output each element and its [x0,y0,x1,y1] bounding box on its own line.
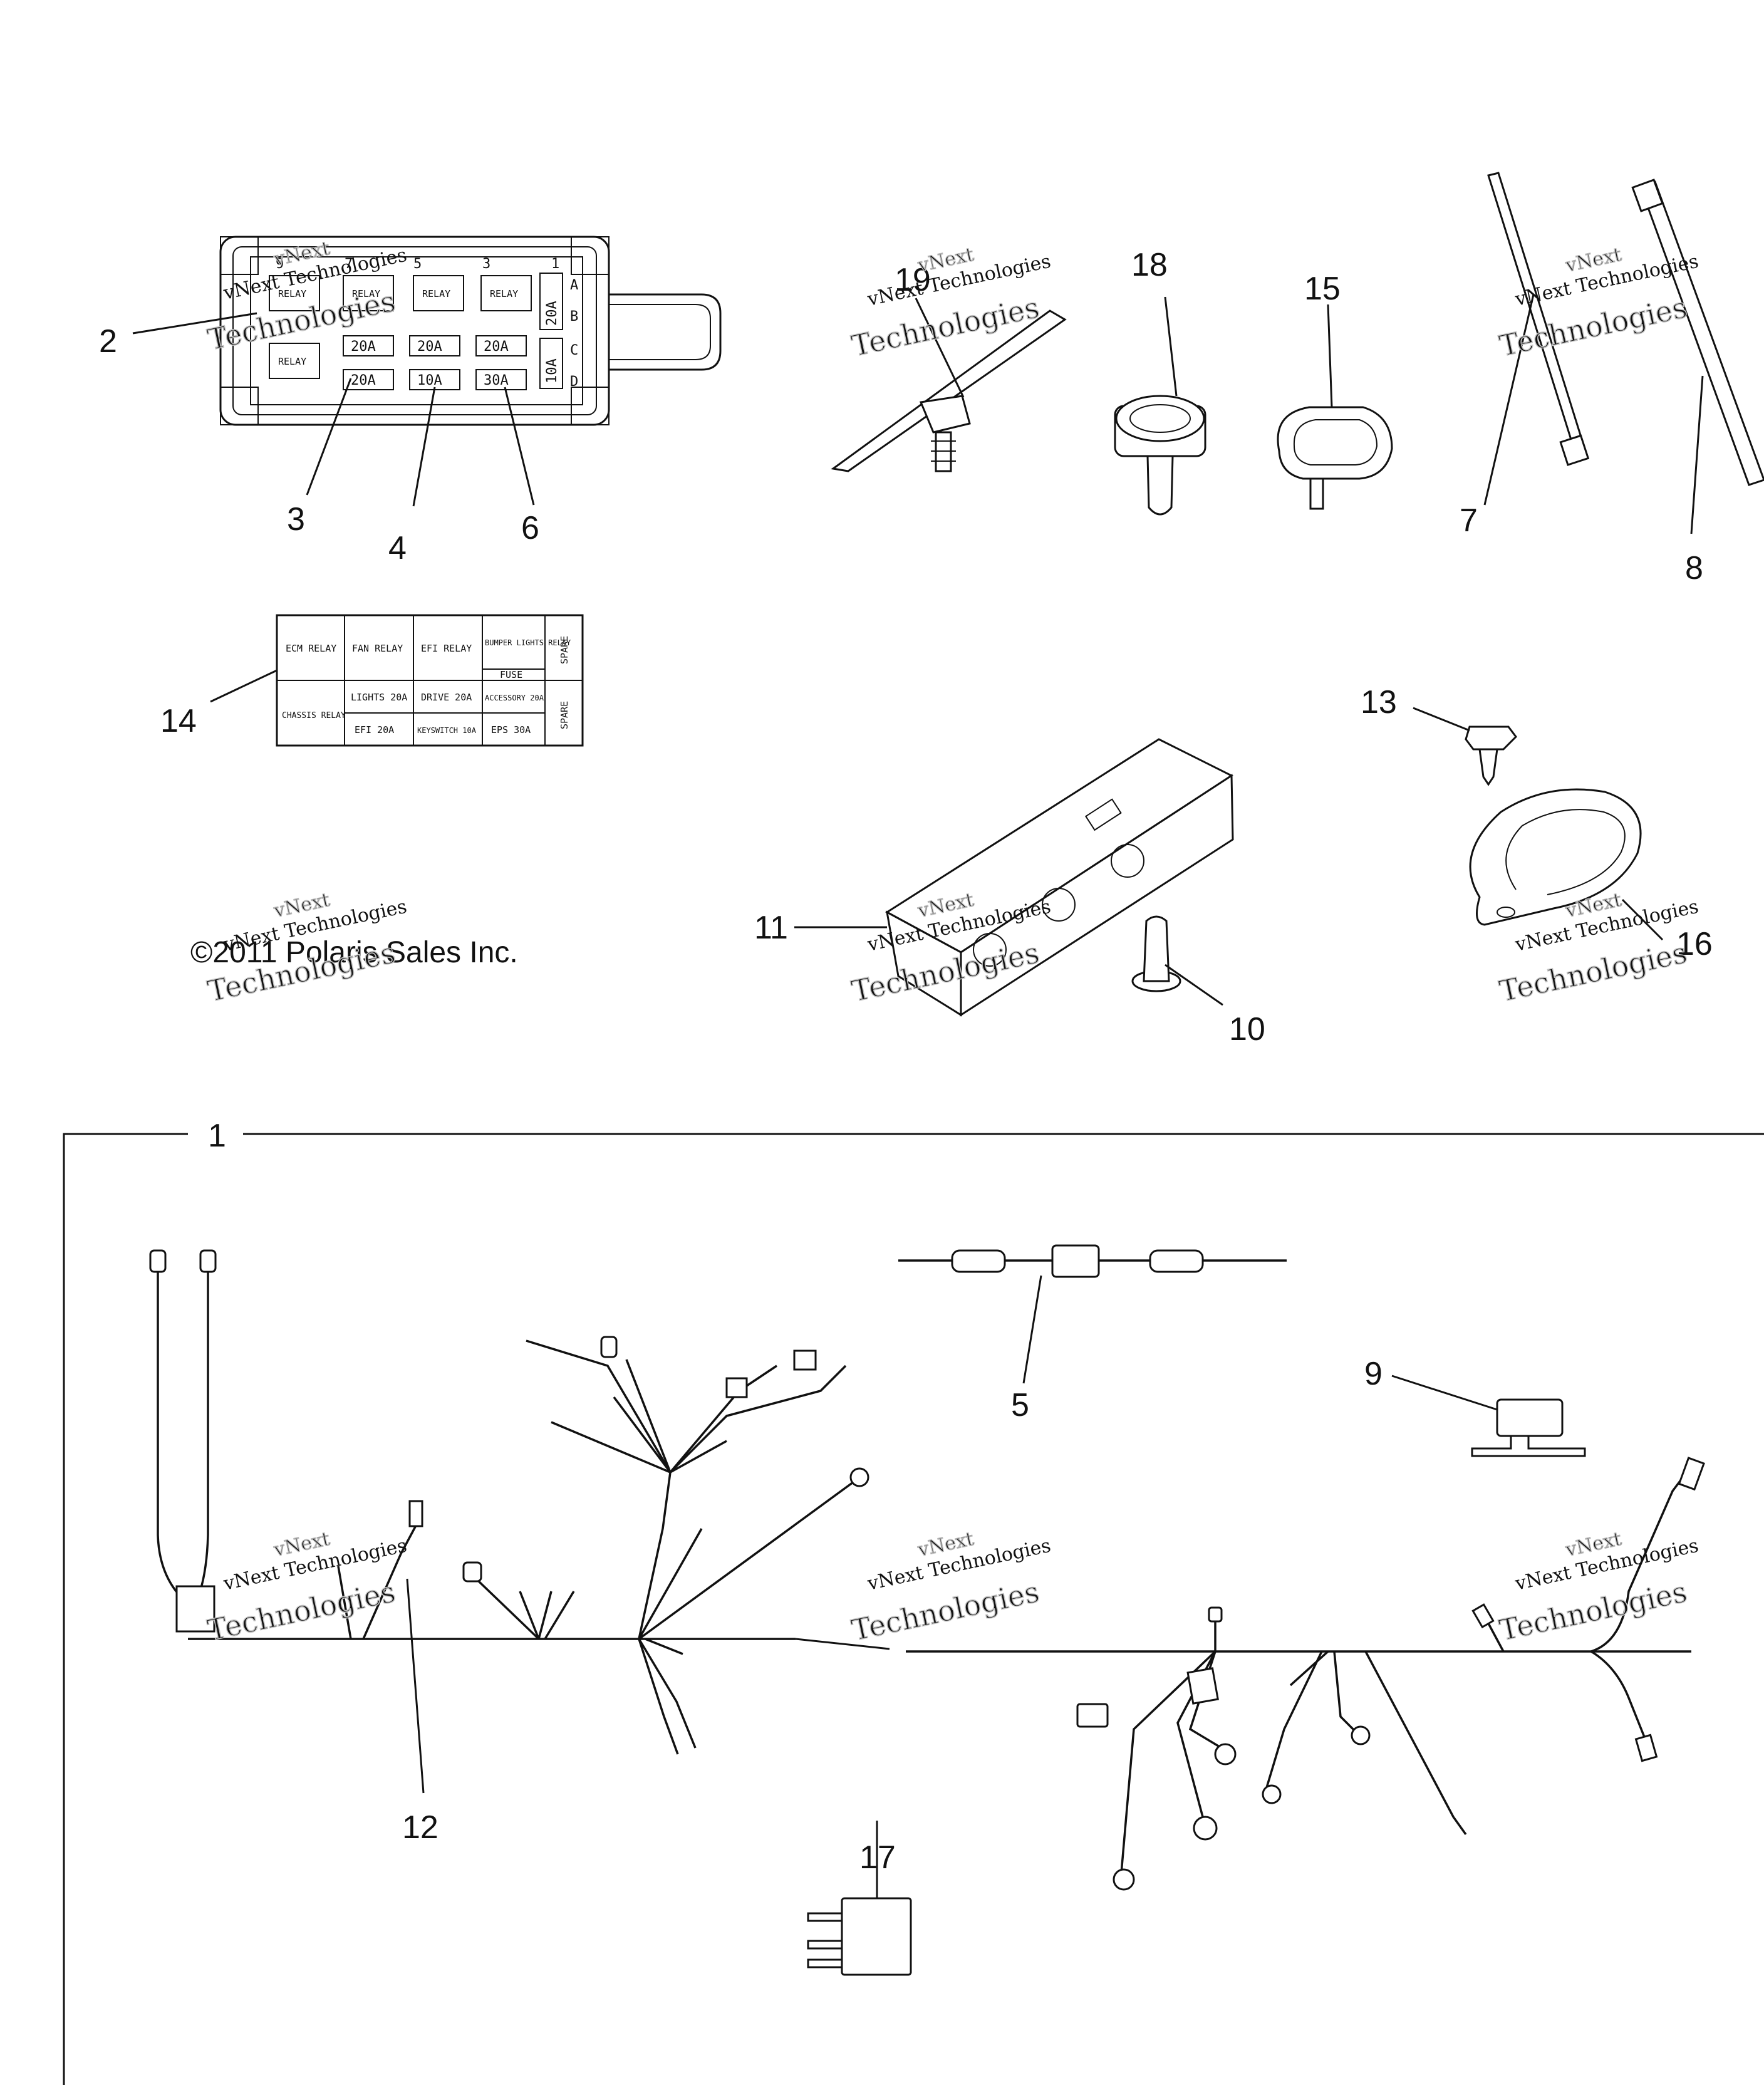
copyright-notice: ©2011 Polaris Sales Inc. [190,936,518,969]
fuse-rating: 20A [417,339,442,355]
callout-2: 2 [99,323,117,360]
relay-label: RELAY [490,288,518,299]
fuse-rating: 20A [351,339,376,355]
callout-15: 15 [1304,271,1341,307]
relay-label: RELAY [278,288,306,299]
relay-label: RELAY [422,288,450,299]
watermark: vNext vNext Technologies Technologies [1496,1527,1701,1648]
cable-tie-large [1631,179,1764,486]
fuse-rating: 20A [351,373,376,388]
callout-16: 16 [1676,926,1713,962]
flange-bolt [1465,725,1517,786]
push-rivet [1131,915,1181,992]
watermark: vNext vNext Technologies Technologies [204,1527,409,1648]
callout-1: 1 [208,1118,226,1154]
inline-fuse-holder [898,1244,1287,1278]
cavity-number: 1 [551,256,559,272]
push-mount-tie [831,309,1067,472]
callout-14: 14 [160,703,197,739]
callout-5: 5 [1011,1387,1029,1423]
row-letter: C [570,343,578,358]
callout-4: 4 [388,530,407,566]
callout-6: 6 [521,510,539,546]
fuse-rating: 30A [484,373,509,388]
fuse-box-top-numbers: 9 7 5 3 1 [276,256,559,272]
callout-18: 18 [1131,247,1168,283]
fuse-box: 9 7 5 3 1 A B C D RELAY RELAY RELAY RELA… [219,236,722,426]
callout-13: 13 [1361,684,1397,720]
fuse-rating-side: 20A [544,301,560,326]
circuit-breaker [1471,1398,1586,1457]
row-letter: D [570,374,578,390]
callout-10: 10 [1229,1011,1265,1048]
decal-cell: EFI 20A [355,724,394,736]
decal-cell: ACCESSORY 20A [485,694,544,702]
fuse-rating: 10A [417,373,442,388]
harness-clip [1114,395,1206,516]
callout-3: 3 [287,501,305,538]
decal-cell: CHASSIS RELAY [282,711,346,720]
callout-19: 19 [895,262,931,298]
decal-cell: KEYSWITCH 10A [417,726,477,735]
row-letter: B [570,309,578,325]
cavity-number: 3 [482,256,490,272]
fuse-rating: 20A [484,339,509,355]
decal-cell: ECM RELAY [286,643,336,654]
cavity-number: 9 [276,256,284,272]
callout-9: 9 [1364,1356,1383,1392]
relay-label: RELAY [352,288,380,299]
callout-8: 8 [1685,550,1703,586]
decal-cell: SPARE [559,701,570,729]
cable-tie-small [1487,172,1590,466]
relay-label: RELAY [278,356,306,367]
cavity-number: 7 [345,256,353,272]
p-clamp [1469,788,1642,926]
label-decal: ECM RELAY FAN RELAY EFI RELAY BUMPER LIG… [276,614,584,747]
mounting-bracket [885,738,1234,1017]
relay [807,1897,912,1976]
decal-cell: LIGHTS 20A [351,692,407,703]
fuse-rating-side: 10A [544,358,560,383]
row-letter: A [570,278,578,293]
decal-cell: DRIVE 20A [421,692,472,703]
callout-11: 11 [754,910,788,946]
connector-clip [1277,406,1393,510]
watermark: vNext vNext Technologies Technologies [848,1527,1053,1648]
decal-cell: FAN RELAY [352,643,403,654]
callout-12: 12 [402,1809,438,1846]
decal-cell: EFI RELAY [421,643,472,654]
decal-cell: FUSE [500,669,522,680]
callout-7: 7 [1460,502,1478,539]
cavity-number: 5 [413,256,422,272]
decal-cell: EPS 30A [491,724,531,736]
main-wiring-harness [149,1249,1705,1891]
decal-cell: BUMPER LIGHTS RELAY [485,638,571,647]
callout-17: 17 [859,1839,896,1876]
decal-cell: SPARE [559,636,570,664]
fuse-box-row-letters: A B C D [570,278,578,390]
